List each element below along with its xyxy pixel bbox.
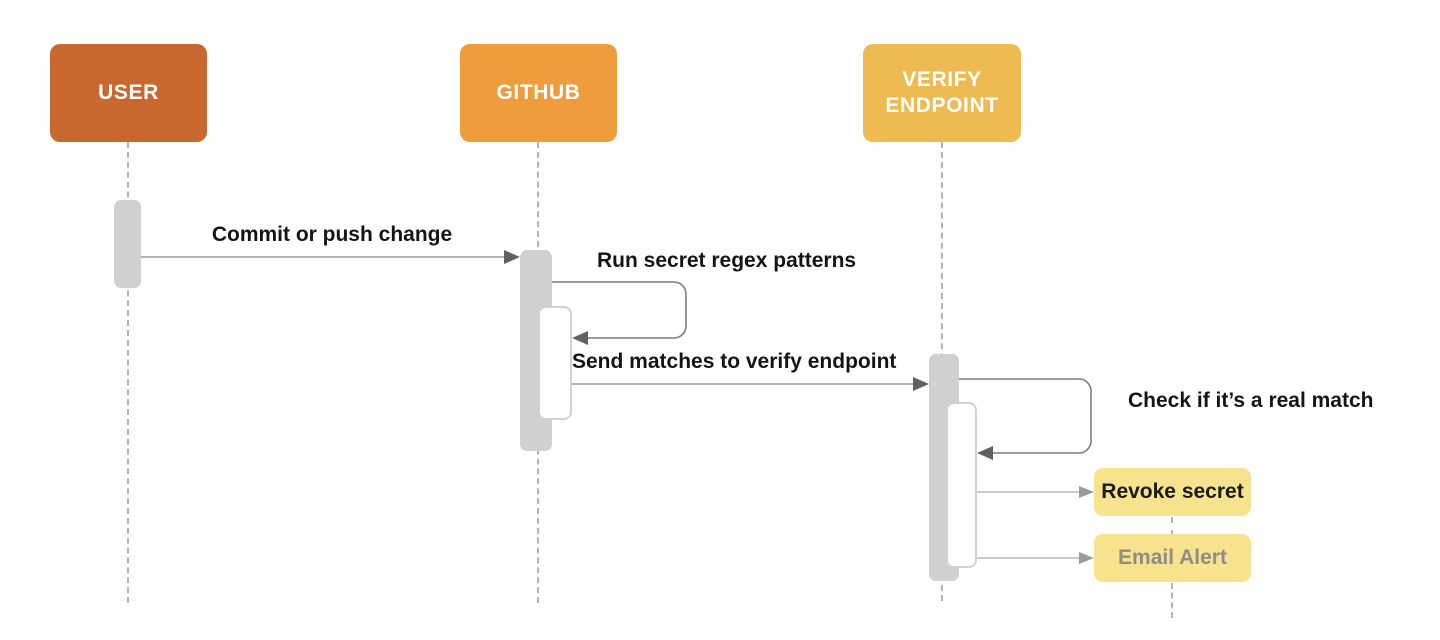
lifeline-note-lower — [1171, 583, 1173, 618]
message-label-check-match: Check if it’s a real match — [1128, 389, 1374, 412]
actor-label-verify-endpoint: VERIFY ENDPOINT — [885, 67, 999, 117]
arrow-email-alert — [977, 552, 1094, 564]
activation-user — [114, 200, 141, 288]
arrow-send-matches — [572, 377, 929, 391]
arrow-run-regex-self-loop — [552, 281, 687, 345]
message-label-send-matches: Send matches to verify endpoint — [572, 350, 897, 373]
note-revoke-secret: Revoke secret — [1094, 468, 1251, 516]
actor-box-user: USER — [50, 44, 207, 142]
actor-box-verify-endpoint: VERIFY ENDPOINT — [863, 44, 1021, 142]
actor-label-user: USER — [98, 80, 159, 104]
arrow-commit-or-push — [141, 250, 520, 264]
note-email-alert-label: Email Alert — [1118, 546, 1227, 569]
message-label-commit: Commit or push change — [211, 223, 453, 246]
arrow-revoke-secret — [977, 486, 1094, 498]
note-email-alert: Email Alert — [1094, 534, 1251, 582]
activation-verify-nested — [946, 402, 977, 568]
activation-github-nested — [538, 306, 572, 420]
arrow-check-match-self-loop — [959, 378, 1092, 460]
lifeline-user — [127, 142, 129, 603]
note-revoke-secret-label: Revoke secret — [1101, 480, 1244, 503]
message-label-run-regex: Run secret regex patterns — [597, 249, 857, 272]
lifeline-note-upper — [1171, 517, 1173, 536]
actor-box-github: GITHUB — [460, 44, 617, 142]
actor-label-github: GITHUB — [496, 80, 581, 104]
